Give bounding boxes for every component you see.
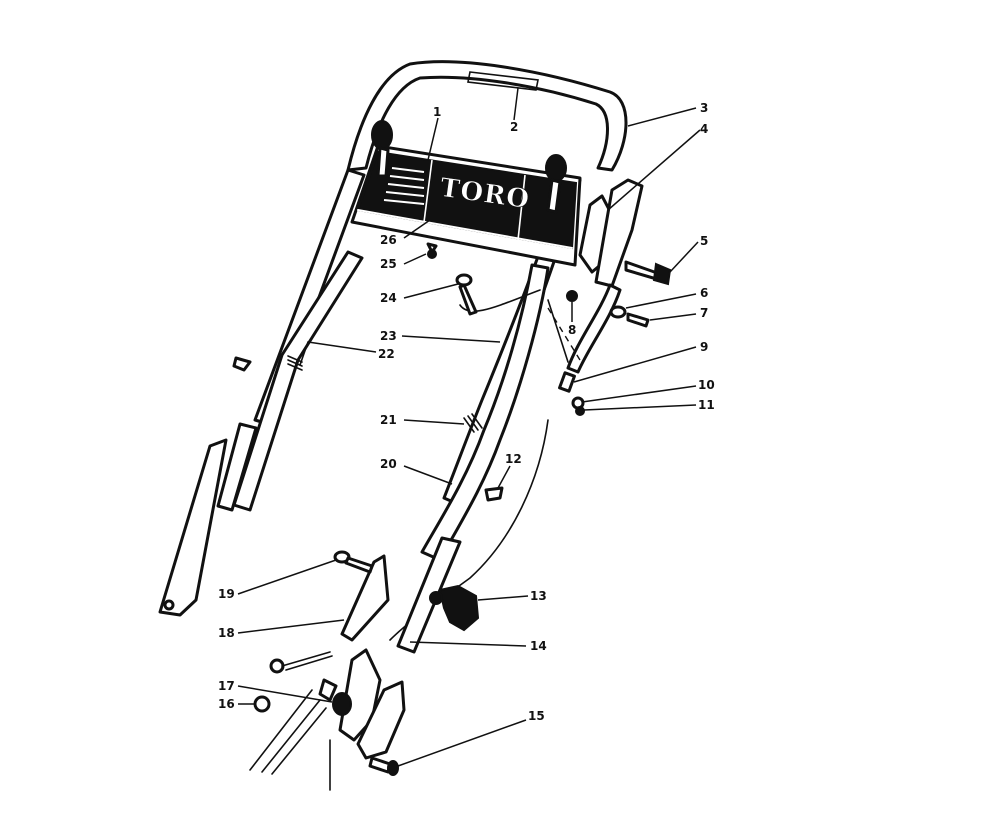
callout-22: 22 — [378, 347, 395, 361]
control-panel: TORO — [350, 144, 582, 267]
callout-19: 19 — [218, 587, 235, 601]
lower-right-tube-14 — [396, 536, 462, 654]
callout-8: 8 — [568, 323, 576, 337]
spring-21 — [463, 413, 483, 433]
callout-2: 2 — [510, 120, 518, 134]
callout-21: 21 — [380, 413, 397, 427]
callout-5: 5 — [700, 234, 708, 248]
callout-25: 25 — [380, 257, 397, 271]
pivot-bracket — [547, 178, 644, 374]
knob-right — [545, 154, 567, 214]
callout-24: 24 — [380, 291, 397, 305]
bolt-5 — [624, 260, 672, 286]
knob-13 — [429, 584, 480, 632]
upper-handle — [253, 60, 628, 507]
callout-11: 11 — [698, 398, 715, 412]
mounting-bracket — [249, 648, 406, 791]
callout-15: 15 — [528, 709, 545, 723]
callouts: 1 2 3 4 5 6 7 8 9 10 11 12 13 14 15 16 1 — [218, 87, 715, 767]
callout-9: 9 — [700, 340, 708, 354]
knob-left — [371, 120, 393, 178]
clip-12 — [484, 486, 504, 502]
callout-18: 18 — [218, 626, 235, 640]
callout-13: 13 — [530, 589, 547, 603]
callout-10: 10 — [698, 378, 715, 392]
callout-23: 23 — [380, 329, 397, 343]
lower-left-tube — [158, 422, 258, 617]
screw-7 — [609, 305, 650, 328]
bracket-18 — [340, 554, 390, 642]
screw-25 — [426, 242, 438, 259]
callout-14: 14 — [530, 639, 547, 653]
bolt-24 — [455, 273, 478, 316]
callout-26: 26 — [380, 233, 397, 247]
callout-20: 20 — [380, 457, 397, 471]
bolt-19 — [333, 550, 374, 574]
bolt-15 — [368, 756, 399, 776]
callout-4: 4 — [700, 122, 708, 136]
callout-6: 6 — [700, 286, 708, 300]
spring-22 — [287, 355, 303, 371]
clip-left — [232, 356, 252, 372]
callout-17: 17 — [218, 679, 235, 693]
cable-clamp-9 — [558, 371, 585, 416]
callout-3: 3 — [700, 101, 708, 115]
callout-7: 7 — [700, 306, 708, 320]
callout-1: 1 — [433, 105, 441, 119]
nut-8 — [566, 290, 578, 302]
decal-stripes — [383, 167, 425, 205]
callout-16: 16 — [218, 697, 235, 711]
callout-12: 12 — [505, 452, 522, 466]
